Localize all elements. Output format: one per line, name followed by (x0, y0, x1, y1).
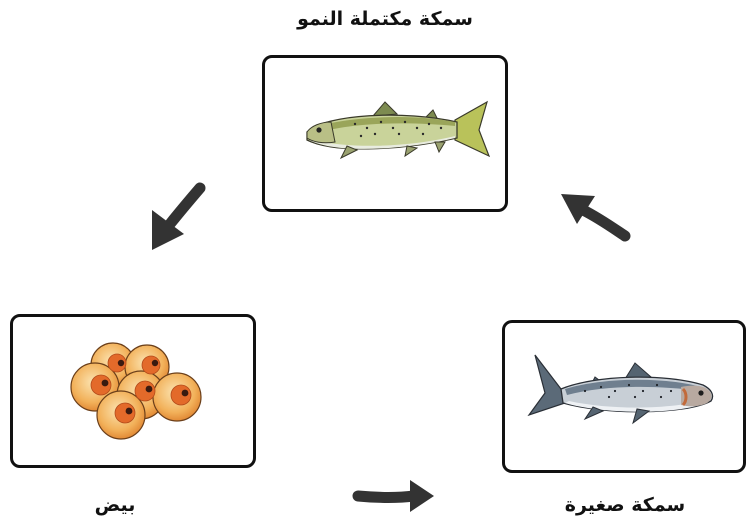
stage-label-eggs: بيض (94, 494, 136, 516)
arrow-eggs-to-young (352, 480, 434, 512)
fish-eggs-icon (70, 342, 202, 440)
stage-label-adult: سمكة مكتملة النمو (297, 8, 473, 30)
arrow-adult-to-eggs (152, 182, 206, 250)
stage-card-adult (262, 55, 508, 212)
arrow-young-to-adult (561, 194, 631, 242)
stage-card-young (502, 320, 746, 473)
stage-label-young: سمكة صغيرة (564, 494, 686, 516)
adult-fish-icon (306, 100, 491, 160)
young-fish-icon (527, 354, 714, 425)
stage-card-eggs (10, 314, 256, 468)
